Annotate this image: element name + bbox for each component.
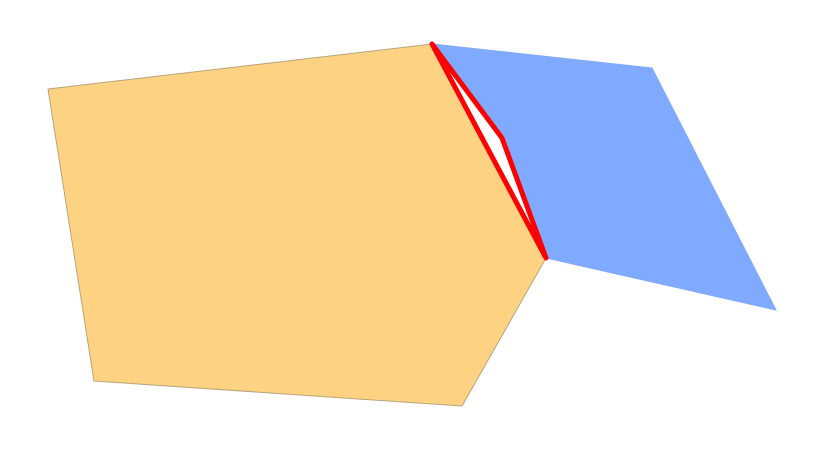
orange-polygon — [47, 43, 547, 407]
gap-sliver — [429, 41, 549, 261]
